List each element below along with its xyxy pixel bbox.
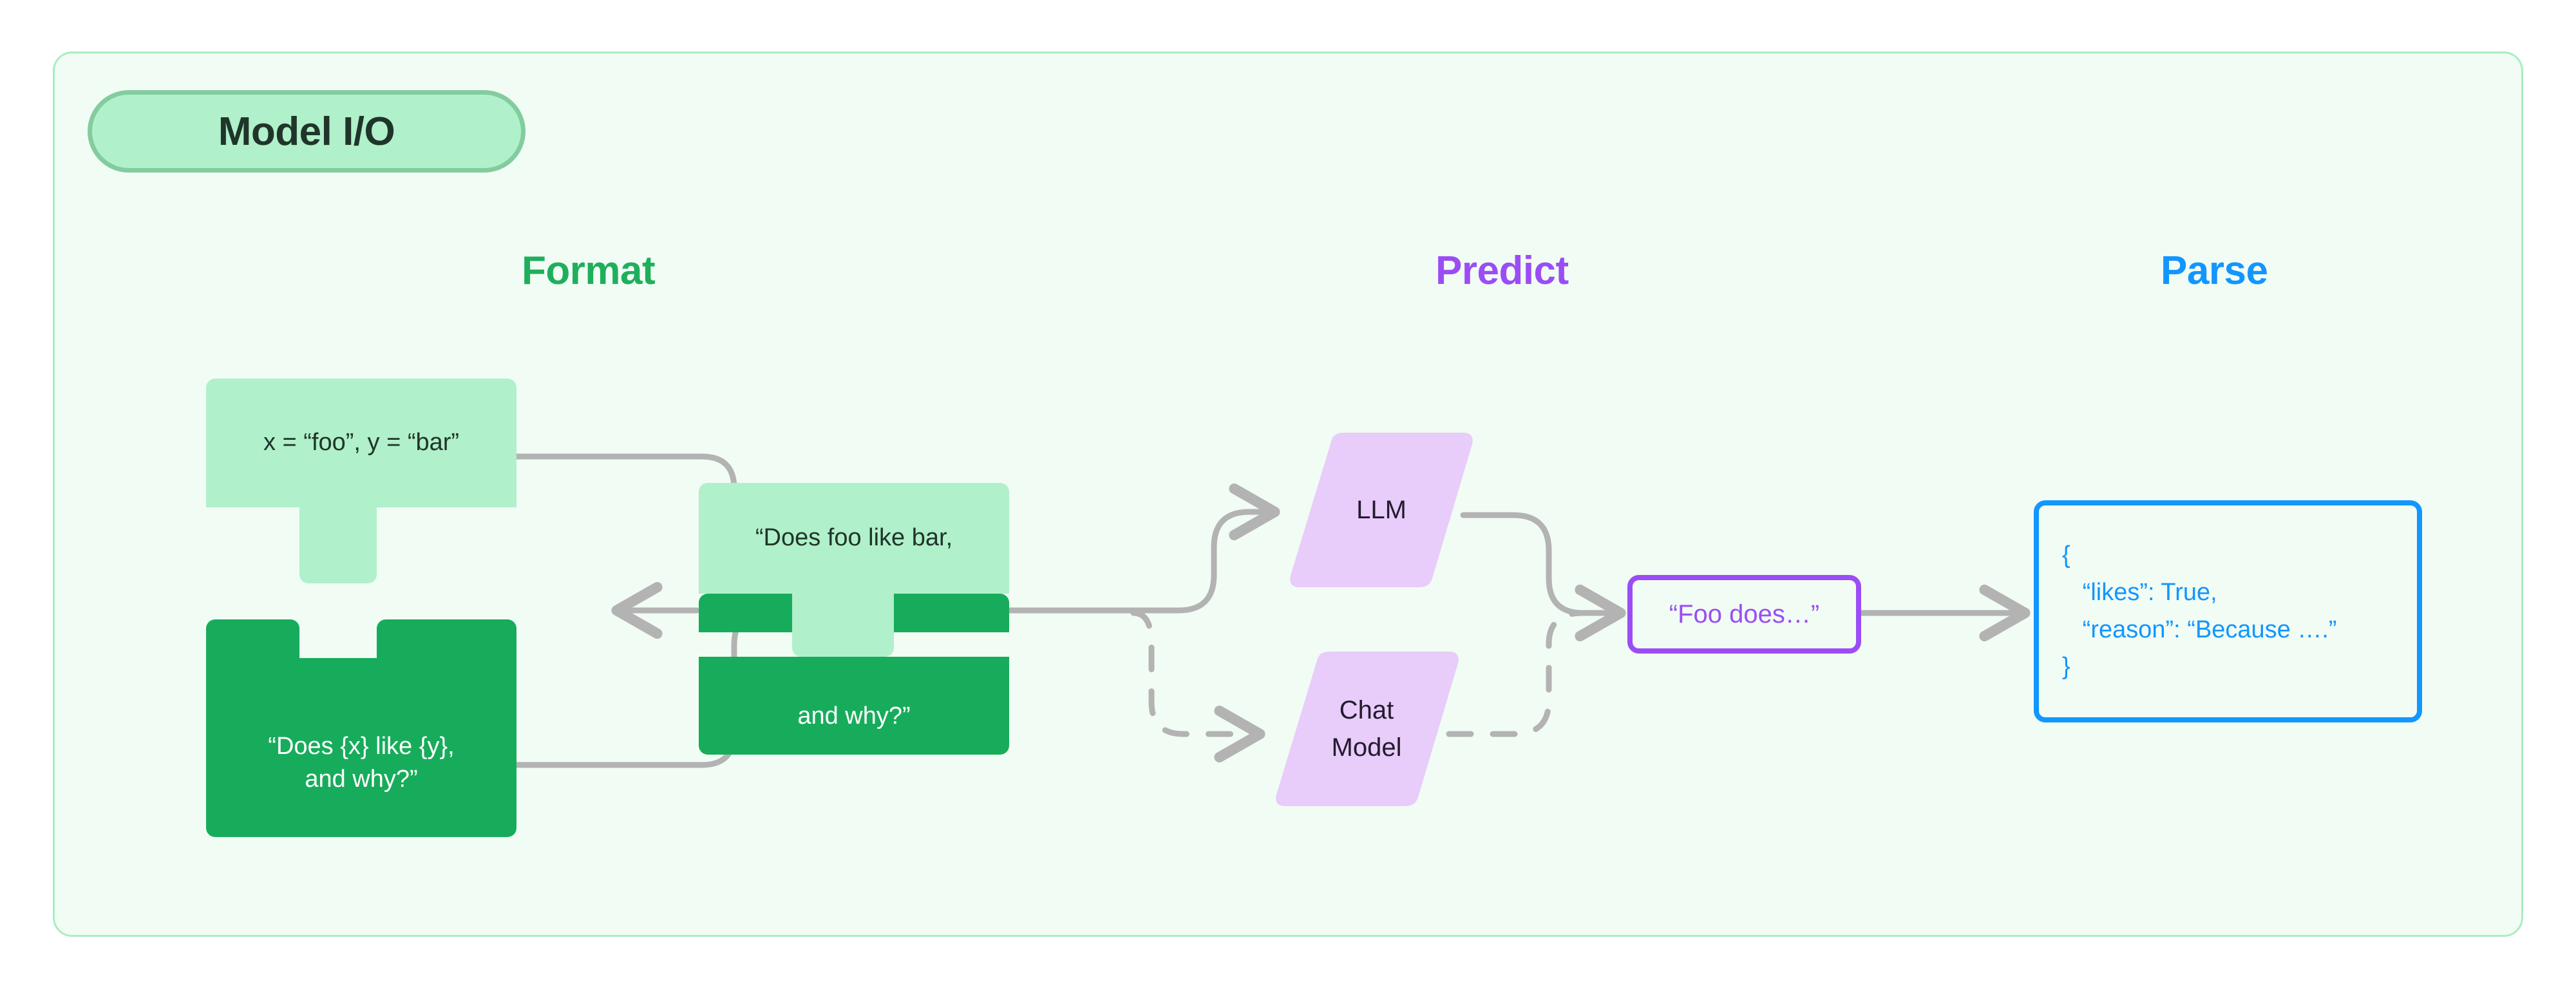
formatted-prompt-top-text: “Does foo like bar,: [755, 524, 953, 552]
formatted-prompt-notch-right: [894, 594, 1009, 632]
json-line: “likes”: True,: [2062, 578, 2217, 606]
chat-model-node[interactable]: Chat Model: [1267, 652, 1461, 806]
model-output-box: “Foo does…”: [1627, 575, 1861, 654]
prompt-template-line-2: and why?”: [305, 766, 418, 793]
chat-model-label: Chat Model: [1331, 696, 1402, 762]
json-output-box: { “likes”: True, “reason”: “Because ….” …: [2034, 500, 2422, 722]
formatted-prompt-top-block: “Does foo like bar,: [699, 483, 1009, 594]
input-values-block: x = “foo”, y = “bar”: [206, 379, 516, 507]
chat-model-parallelogram-shape: [1276, 652, 1459, 806]
column-heading-predict: Predict: [1435, 249, 1569, 293]
llm-label: LLM: [1356, 496, 1406, 524]
json-line: }: [2062, 653, 2070, 681]
column-heading-parse: Parse: [2161, 249, 2268, 293]
json-line: {: [2062, 542, 2070, 569]
formatted-prompt-notch-left: [699, 594, 792, 632]
prompt-template-notch-right: [377, 619, 516, 658]
column-heading-format: Format: [522, 249, 656, 293]
json-line: “reason”: “Because ….”: [2062, 616, 2337, 643]
formatted-prompt-bottom-block: and why?”: [699, 657, 1009, 755]
panel-title-label: Model I/O: [218, 109, 395, 154]
input-values-puzzle-tab: [299, 507, 377, 583]
prompt-template-notch-left: [206, 619, 299, 658]
prompt-template-block: “Does {x} like {y}, and why?”: [206, 658, 516, 837]
prompt-template-line-1: “Does {x} like {y},: [268, 732, 455, 760]
formatted-prompt-puzzle-tab: [792, 594, 894, 657]
llm-node[interactable]: LLM: [1282, 433, 1475, 587]
model-output-text: “Foo does…”: [1669, 599, 1820, 628]
prompt-template-text: “Does {x} like {y}, and why?”: [268, 699, 454, 796]
input-values-text: x = “foo”, y = “bar”: [263, 429, 460, 457]
formatted-prompt-bottom-text: and why?”: [797, 702, 911, 730]
llm-parallelogram-shape: [1290, 433, 1473, 587]
panel-title-badge: Model I/O: [88, 90, 526, 173]
